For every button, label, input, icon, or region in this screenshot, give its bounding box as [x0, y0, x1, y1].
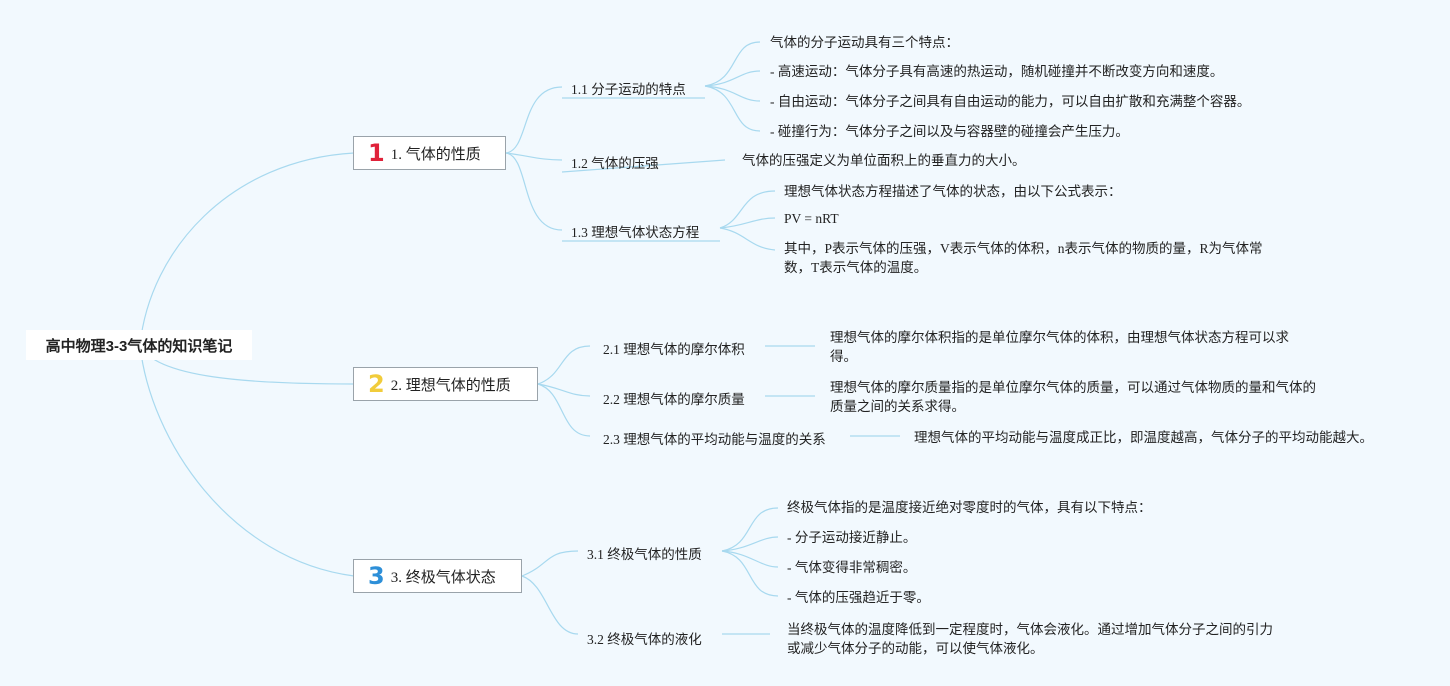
leaf-text: 理想气体的摩尔质量指的是单位摩尔气体的质量，可以通过气体物质的量和气体的质量之间…	[830, 380, 1316, 414]
topic-ultimate-gas-state[interactable]: 3 3. 终极气体状态	[353, 559, 522, 593]
subtopic-1-1[interactable]: 1.1 分子运动的特点	[571, 82, 686, 97]
number-one-icon: 1	[368, 139, 385, 167]
number-three-icon: 3	[368, 562, 385, 590]
topic-title: 2. 理想气体的性质	[390, 377, 511, 394]
subtopic-3-2[interactable]: 3.2 终极气体的液化	[587, 632, 702, 647]
leaf-text: 气体的压强定义为单位面积上的垂直力的大小。	[742, 153, 1026, 168]
root-topic[interactable]: 高中物理3-3气体的知识笔记	[26, 330, 252, 360]
topic-gas-properties[interactable]: 1 1. 气体的性质	[353, 136, 506, 170]
leaf-text: 气体的分子运动具有三个特点：	[770, 35, 959, 50]
leaf-text: - 自由运动：气体分子之间具有自由运动的能力，可以自由扩散和充满整个容器。	[770, 94, 1251, 109]
subtopic-2-3[interactable]: 2.3 理想气体的平均动能与温度的关系	[603, 432, 826, 447]
subtopic-1-2[interactable]: 1.2 气体的压强	[571, 156, 659, 171]
leaf-text: - 碰撞行为：气体分子之间以及与容器壁的碰撞会产生压力。	[770, 124, 1129, 139]
subtopic-1-3[interactable]: 1.3 理想气体状态方程	[571, 225, 700, 240]
number-two-icon: 2	[368, 370, 385, 398]
leaf-text: - 气体变得非常稠密。	[787, 560, 917, 575]
leaf-text: 其中，P表示气体的压强，V表示气体的体积，n表示气体的物质的量，R为气体常数，T…	[784, 241, 1263, 275]
leaf-text: 终极气体指的是温度接近绝对零度时的气体，具有以下特点：	[787, 500, 1152, 515]
subtopic-2-2[interactable]: 2.2 理想气体的摩尔质量	[603, 392, 745, 407]
topic-ideal-gas-properties[interactable]: 2 2. 理想气体的性质	[353, 367, 538, 401]
leaf-text: 理想气体的摩尔体积指的是单位摩尔气体的体积，由理想气体状态方程可以求得。	[830, 330, 1289, 364]
subtopic-2-1[interactable]: 2.1 理想气体的摩尔体积	[603, 342, 745, 357]
leaf-text: - 气体的压强趋近于零。	[787, 590, 930, 605]
leaf-text: - 高速运动：气体分子具有高速的热运动，随机碰撞并不断改变方向和速度。	[770, 64, 1224, 79]
leaf-text: 当终极气体的温度降低到一定程度时，气体会液化。通过增加气体分子之间的引力或减少气…	[787, 622, 1273, 656]
subtopic-3-1[interactable]: 3.1 终极气体的性质	[587, 547, 702, 562]
topic-title: 1. 气体的性质	[390, 146, 481, 163]
leaf-text: - 分子运动接近静止。	[787, 530, 917, 545]
leaf-text: 理想气体的平均动能与温度成正比，即温度越高，气体分子的平均动能越大。	[914, 430, 1373, 445]
leaf-text: PV = nRT	[784, 211, 839, 226]
topic-title: 3. 终极气体状态	[390, 569, 496, 586]
leaf-text: 理想气体状态方程描述了气体的状态，由以下公式表示：	[784, 184, 1122, 199]
